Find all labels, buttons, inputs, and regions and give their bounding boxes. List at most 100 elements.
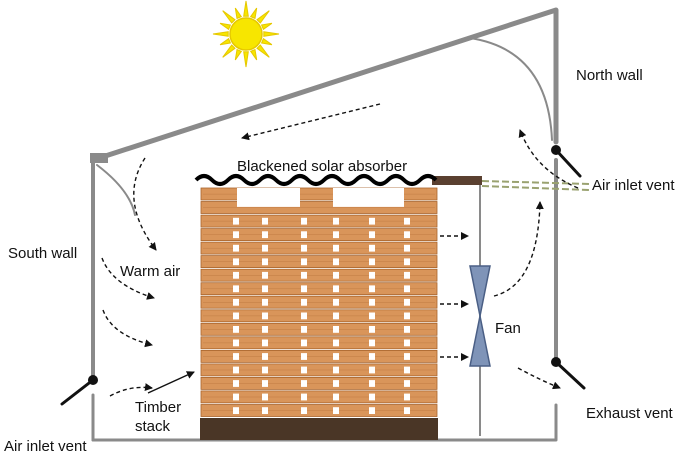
timber-gap [333, 366, 339, 374]
timber-gap [301, 271, 307, 279]
timber-gap [333, 298, 339, 306]
timber-gap [262, 326, 268, 333]
sun-ray [256, 44, 270, 58]
label-south-wall: South wall [8, 245, 77, 262]
timber-gap [404, 285, 410, 293]
air-inlet-vent-top-flap [551, 145, 582, 178]
timber-gap [404, 339, 410, 347]
timber-gap [301, 393, 307, 401]
label-timber-stack-line2: stack [135, 418, 171, 435]
sun-ray [260, 37, 273, 46]
timber-gap [369, 353, 375, 360]
arrow-timber-pointer [147, 371, 195, 394]
timber-gap [369, 393, 375, 401]
roof [90, 7, 559, 163]
timber-gap [233, 312, 239, 320]
sun-ray [219, 37, 232, 46]
timber-gap [233, 407, 239, 414]
sun-ray [234, 7, 243, 20]
timber-gap [233, 217, 239, 225]
label-air-inlet-vent-bottom: Air inlet vent [4, 438, 87, 455]
timber-gap [301, 285, 307, 293]
timber-gap [404, 380, 410, 387]
timber-gap [233, 380, 239, 387]
solar-absorber-wave [194, 174, 438, 186]
arrow-bottom-inlet [109, 383, 153, 397]
timber-gap [369, 285, 375, 293]
timber-gap [333, 312, 339, 320]
timber-gap [333, 285, 339, 293]
timber-gap [333, 380, 339, 387]
roof-inner-curve-left [96, 164, 136, 216]
timber-gap [333, 407, 339, 414]
sun-ray [219, 22, 232, 31]
timber-gap [233, 231, 239, 239]
airflow-arrows [101, 103, 579, 397]
timber-gap [404, 312, 410, 320]
timber-gap [301, 231, 307, 239]
timber-gap [233, 271, 239, 279]
roof-inner-curve-right [469, 37, 553, 141]
timber-gap [333, 231, 339, 239]
timber-gap [333, 258, 339, 266]
timber-gap [404, 353, 410, 360]
timber-gap [333, 217, 339, 225]
arrow-south-inner-1 [133, 157, 157, 251]
duct-line-1 [481, 180, 591, 185]
timber-gap [333, 244, 339, 252]
timber-gap [301, 366, 307, 374]
timber-gap [262, 244, 268, 252]
timber-gap [233, 258, 239, 266]
arrow-south-inner-3 [102, 309, 153, 348]
timber-gap [369, 298, 375, 306]
timber-gap [369, 217, 375, 225]
label-fan: Fan [495, 320, 521, 337]
timber-gap [233, 339, 239, 347]
timber-gap [404, 244, 410, 252]
timber-gap [262, 217, 268, 225]
sun-icon [212, 0, 280, 68]
sun-ray [222, 44, 236, 58]
label-timber-stack-line1: Timber [135, 399, 181, 416]
timber-gap [404, 258, 410, 266]
label-air-inlet-vent-top: Air inlet vent [592, 177, 675, 194]
timber-gap [404, 393, 410, 401]
label-north-wall: North wall [576, 67, 643, 84]
sun-ray [234, 48, 243, 61]
timber-gap [262, 380, 268, 387]
timber-gap [233, 393, 239, 401]
timber-gap [301, 339, 307, 347]
timber-gap [404, 217, 410, 225]
timber-gap [369, 271, 375, 279]
timber-gap [333, 339, 339, 347]
timber-gap [301, 312, 307, 320]
fan-icon [469, 265, 491, 367]
arrow-south-inner-2 [101, 257, 155, 300]
timber-gap [262, 298, 268, 306]
exhaust-vent-flap [551, 357, 586, 390]
timber-gap [262, 366, 268, 374]
timber-gap [262, 312, 268, 320]
sun-ray [249, 48, 258, 61]
timber-gap [262, 231, 268, 239]
timber-gap [233, 353, 239, 360]
timber-stack [200, 187, 438, 417]
timber-gap [369, 366, 375, 374]
label-warm-air: Warm air [120, 263, 180, 280]
timber-gap [301, 326, 307, 333]
air-inlet-vent-bottom-flap [60, 375, 98, 406]
arrow-exhaust [517, 367, 561, 390]
sun-ray [249, 7, 258, 20]
timber-gap [233, 298, 239, 306]
timber-gap [333, 271, 339, 279]
timber-gap [233, 326, 239, 333]
stack-top-gap [333, 188, 404, 207]
label-exhaust-vent: Exhaust vent [586, 405, 674, 422]
timber-gap [301, 407, 307, 414]
timber-gap [262, 407, 268, 414]
timber-gap [301, 217, 307, 225]
sun-ray [243, 51, 249, 68]
timber-gap [369, 407, 375, 414]
